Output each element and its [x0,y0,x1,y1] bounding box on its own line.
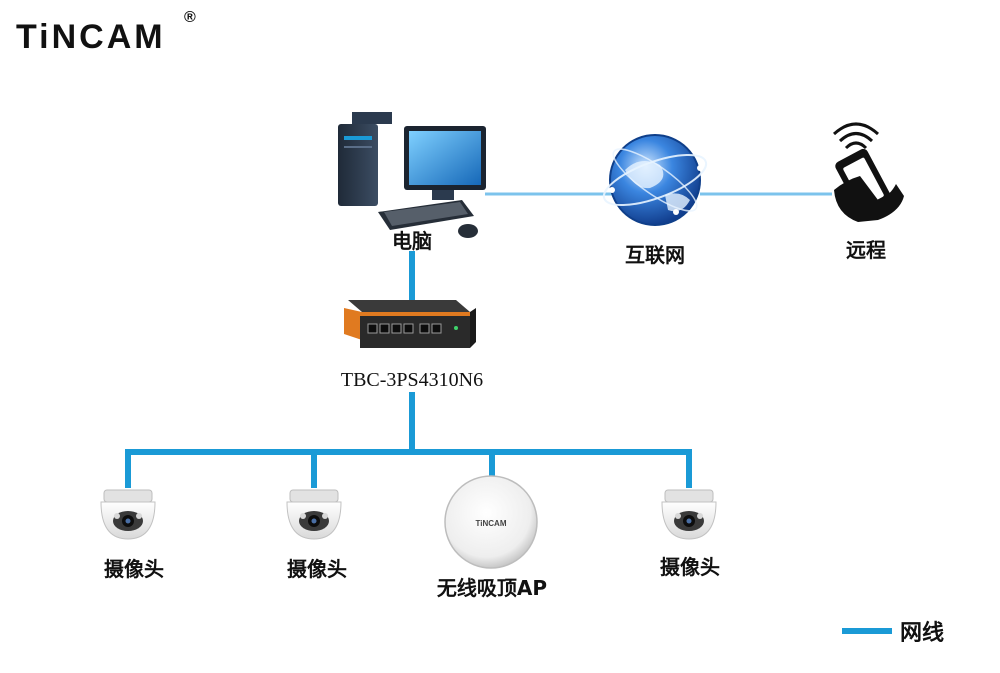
camera-2-label: 摄像头 [287,557,347,581]
internet-label: 互联网 [625,243,685,267]
remote-label: 远程 [846,238,886,262]
brand-logo: TiNCAM [16,18,166,56]
switch-model-label: TBC-3PS4310N6 [341,369,483,391]
globe-icon [602,134,708,226]
dome-camera-icon [661,489,717,540]
computer-label: 电脑 [392,229,432,253]
smartphone-wifi-icon [832,122,904,222]
registered-mark: ® [184,9,199,26]
camera-1-label: 摄像头 [104,557,164,581]
ap-label: 无线吸顶AP [437,576,547,600]
network-switch-icon [344,300,476,348]
dome-camera-icon [286,489,342,540]
ceiling-access-point-icon: TiNCAM [444,475,538,569]
dome-camera-icon [100,489,156,540]
legend-label: 网线 [900,620,944,646]
legend: 网线 [842,620,944,646]
desktop-computer-icon [338,112,486,238]
cable-lines [125,192,832,488]
camera-3-label: 摄像头 [660,555,720,579]
ap-brand-mark: TiNCAM [476,519,507,528]
